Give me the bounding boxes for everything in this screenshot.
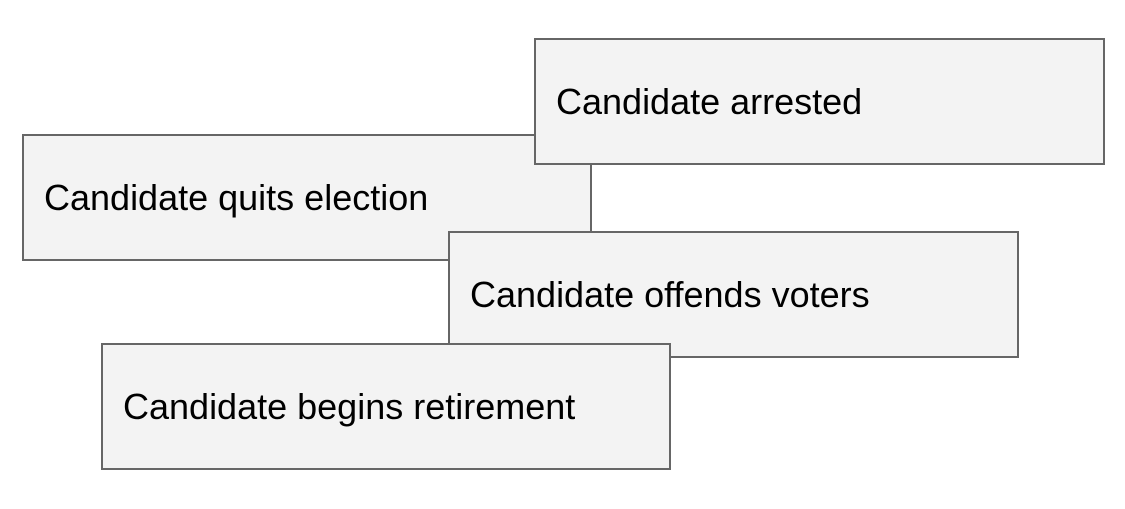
card-candidate-arrested: Candidate arrested bbox=[534, 38, 1105, 165]
card-candidate-begins-retirement: Candidate begins retirement bbox=[101, 343, 671, 470]
card-label: Candidate offends voters bbox=[470, 273, 870, 315]
card-label: Candidate quits election bbox=[44, 176, 429, 218]
card-label: Candidate arrested bbox=[556, 80, 863, 122]
card-label: Candidate begins retirement bbox=[123, 385, 576, 427]
card-candidate-offends-voters: Candidate offends voters bbox=[448, 231, 1019, 358]
card-candidate-quits-election: Candidate quits election bbox=[22, 134, 592, 261]
